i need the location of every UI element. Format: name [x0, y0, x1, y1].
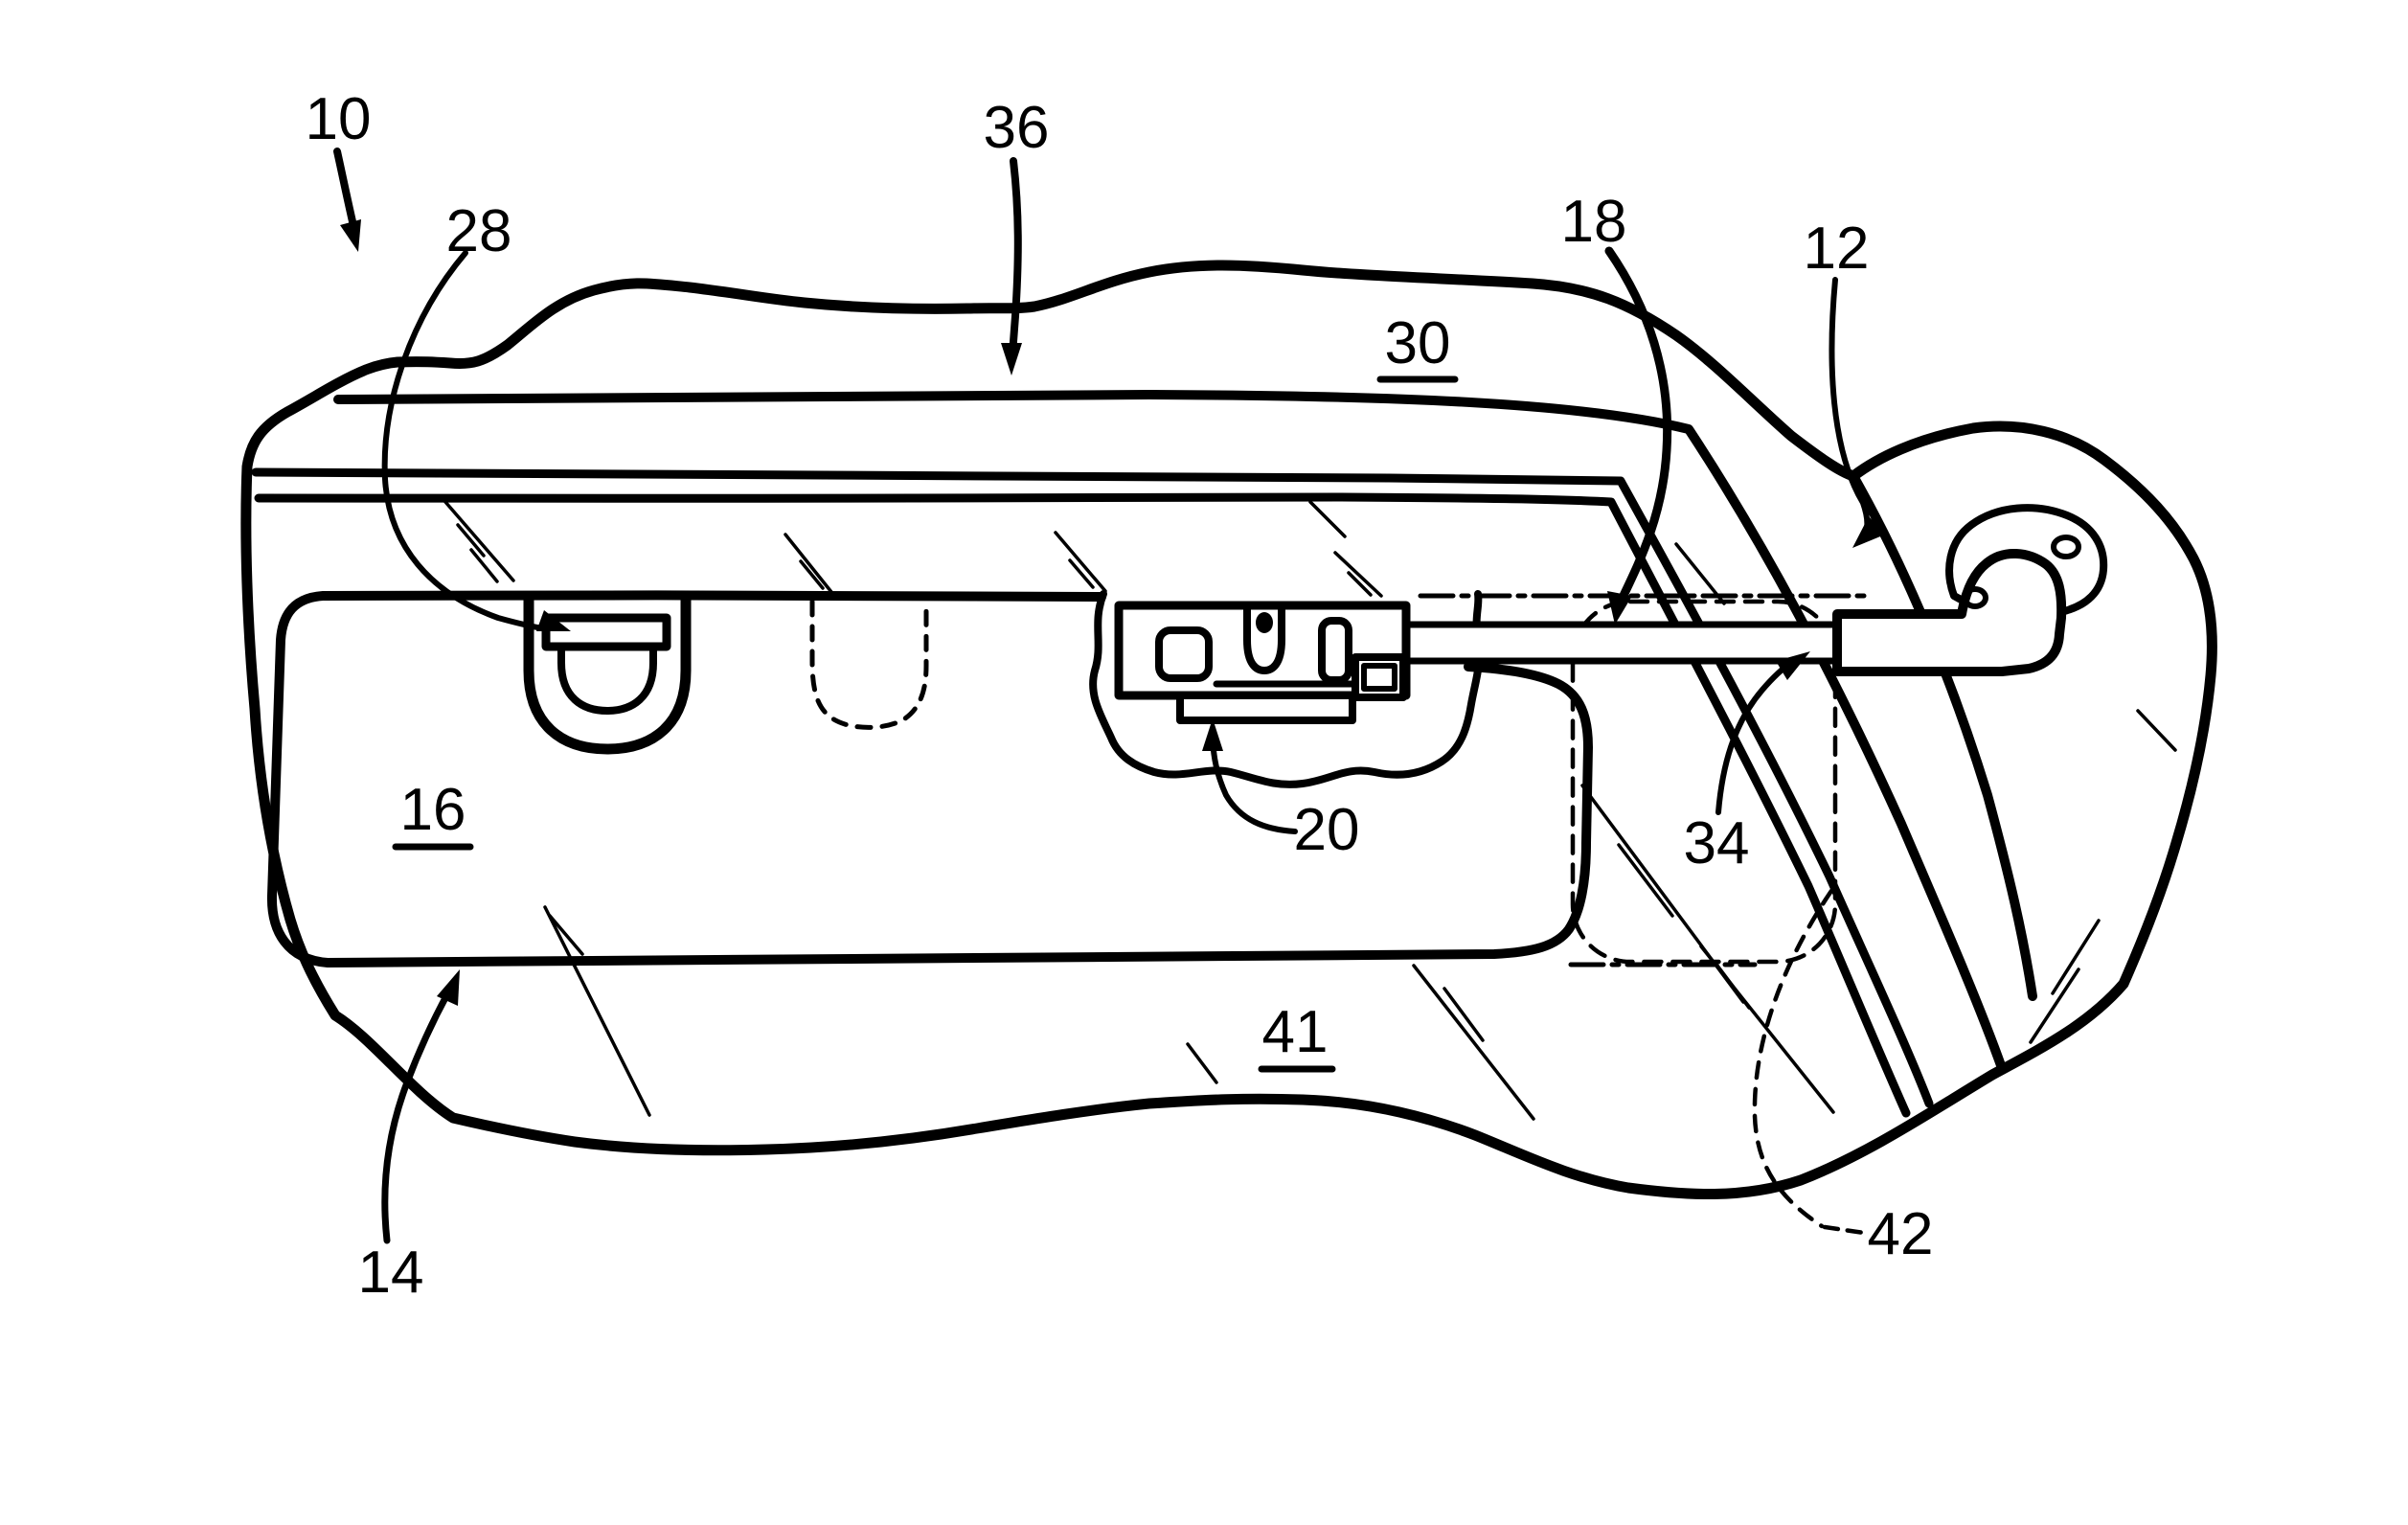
- arrowhead-10: [340, 219, 361, 252]
- leaders: [333, 148, 1885, 1244]
- channel-outer-line: [1849, 471, 2037, 1001]
- arrowhead-34: [1776, 651, 1810, 680]
- hidden-curve-42: [1752, 888, 1834, 1229]
- ref-label-14: 14: [358, 1240, 424, 1306]
- ref-label-20: 20: [1294, 797, 1360, 863]
- recess-outline: [266, 590, 1593, 967]
- ref-label-41: 41: [1262, 999, 1329, 1065]
- ref-label-42: 42: [1868, 1201, 1934, 1267]
- ref-label-34: 34: [1684, 810, 1750, 876]
- latch-assembly: [1114, 601, 1411, 724]
- leader-18: [1604, 246, 1672, 606]
- ref-label-18: 18: [1561, 189, 1627, 255]
- leader-14: [381, 989, 452, 1244]
- ref-label-16: 16: [400, 777, 466, 843]
- ref-label-12: 12: [1804, 216, 1870, 282]
- arrowhead-20: [1202, 718, 1223, 751]
- latch-base-plate: [1176, 692, 1356, 724]
- hatching: [443, 500, 2177, 1121]
- leader-10: [333, 148, 358, 234]
- ref-label-36: 36: [984, 95, 1050, 161]
- ref-label-28: 28: [446, 198, 512, 264]
- arrowhead-36: [1001, 343, 1022, 376]
- leader-36: [1009, 157, 1022, 358]
- flange-hole-lower: [1962, 586, 1988, 609]
- leader-42: [1822, 1224, 1867, 1236]
- arrowhead-28: [536, 610, 571, 631]
- u-hook-inner: [557, 643, 657, 715]
- band-line-upper: [333, 390, 2007, 1073]
- band-line-mid: [251, 467, 1934, 1108]
- outer-body-outline: [240, 260, 2217, 1200]
- u-hook-outer: [523, 592, 692, 755]
- latch-striker-box-inner: [1361, 663, 1397, 692]
- rod: [1395, 621, 1841, 665]
- flange-hole-upper: [2051, 535, 2081, 559]
- latch-left-tab: [1155, 626, 1213, 682]
- latch-keyhole-pin: [1256, 612, 1273, 633]
- reference-numerals: 10 36 18 12 28 30 16 20 34 41 42 14: [306, 86, 1934, 1306]
- trim-band: [251, 390, 2037, 1118]
- u-hook: [523, 592, 692, 755]
- u-hook-bar: [541, 613, 671, 651]
- arrowhead-14: [437, 969, 460, 1006]
- latch-keyhole-slot: [1243, 603, 1285, 674]
- dashed-pocket: [809, 599, 929, 730]
- band-line-lower: [254, 492, 1911, 1118]
- arrowhead-18: [1607, 591, 1632, 625]
- hidden-door-outline-dashed: [1570, 599, 1838, 965]
- arrowhead-12: [1852, 516, 1885, 548]
- latch-torn-boundary: [1089, 590, 1484, 788]
- leader-28: [381, 250, 551, 632]
- leader-20: [1210, 737, 1298, 834]
- ref-label-30: 30: [1385, 310, 1451, 376]
- elbow-fitting: [1832, 548, 2067, 676]
- ref-label-10: 10: [306, 86, 372, 152]
- latch-right-tab: [1318, 617, 1352, 684]
